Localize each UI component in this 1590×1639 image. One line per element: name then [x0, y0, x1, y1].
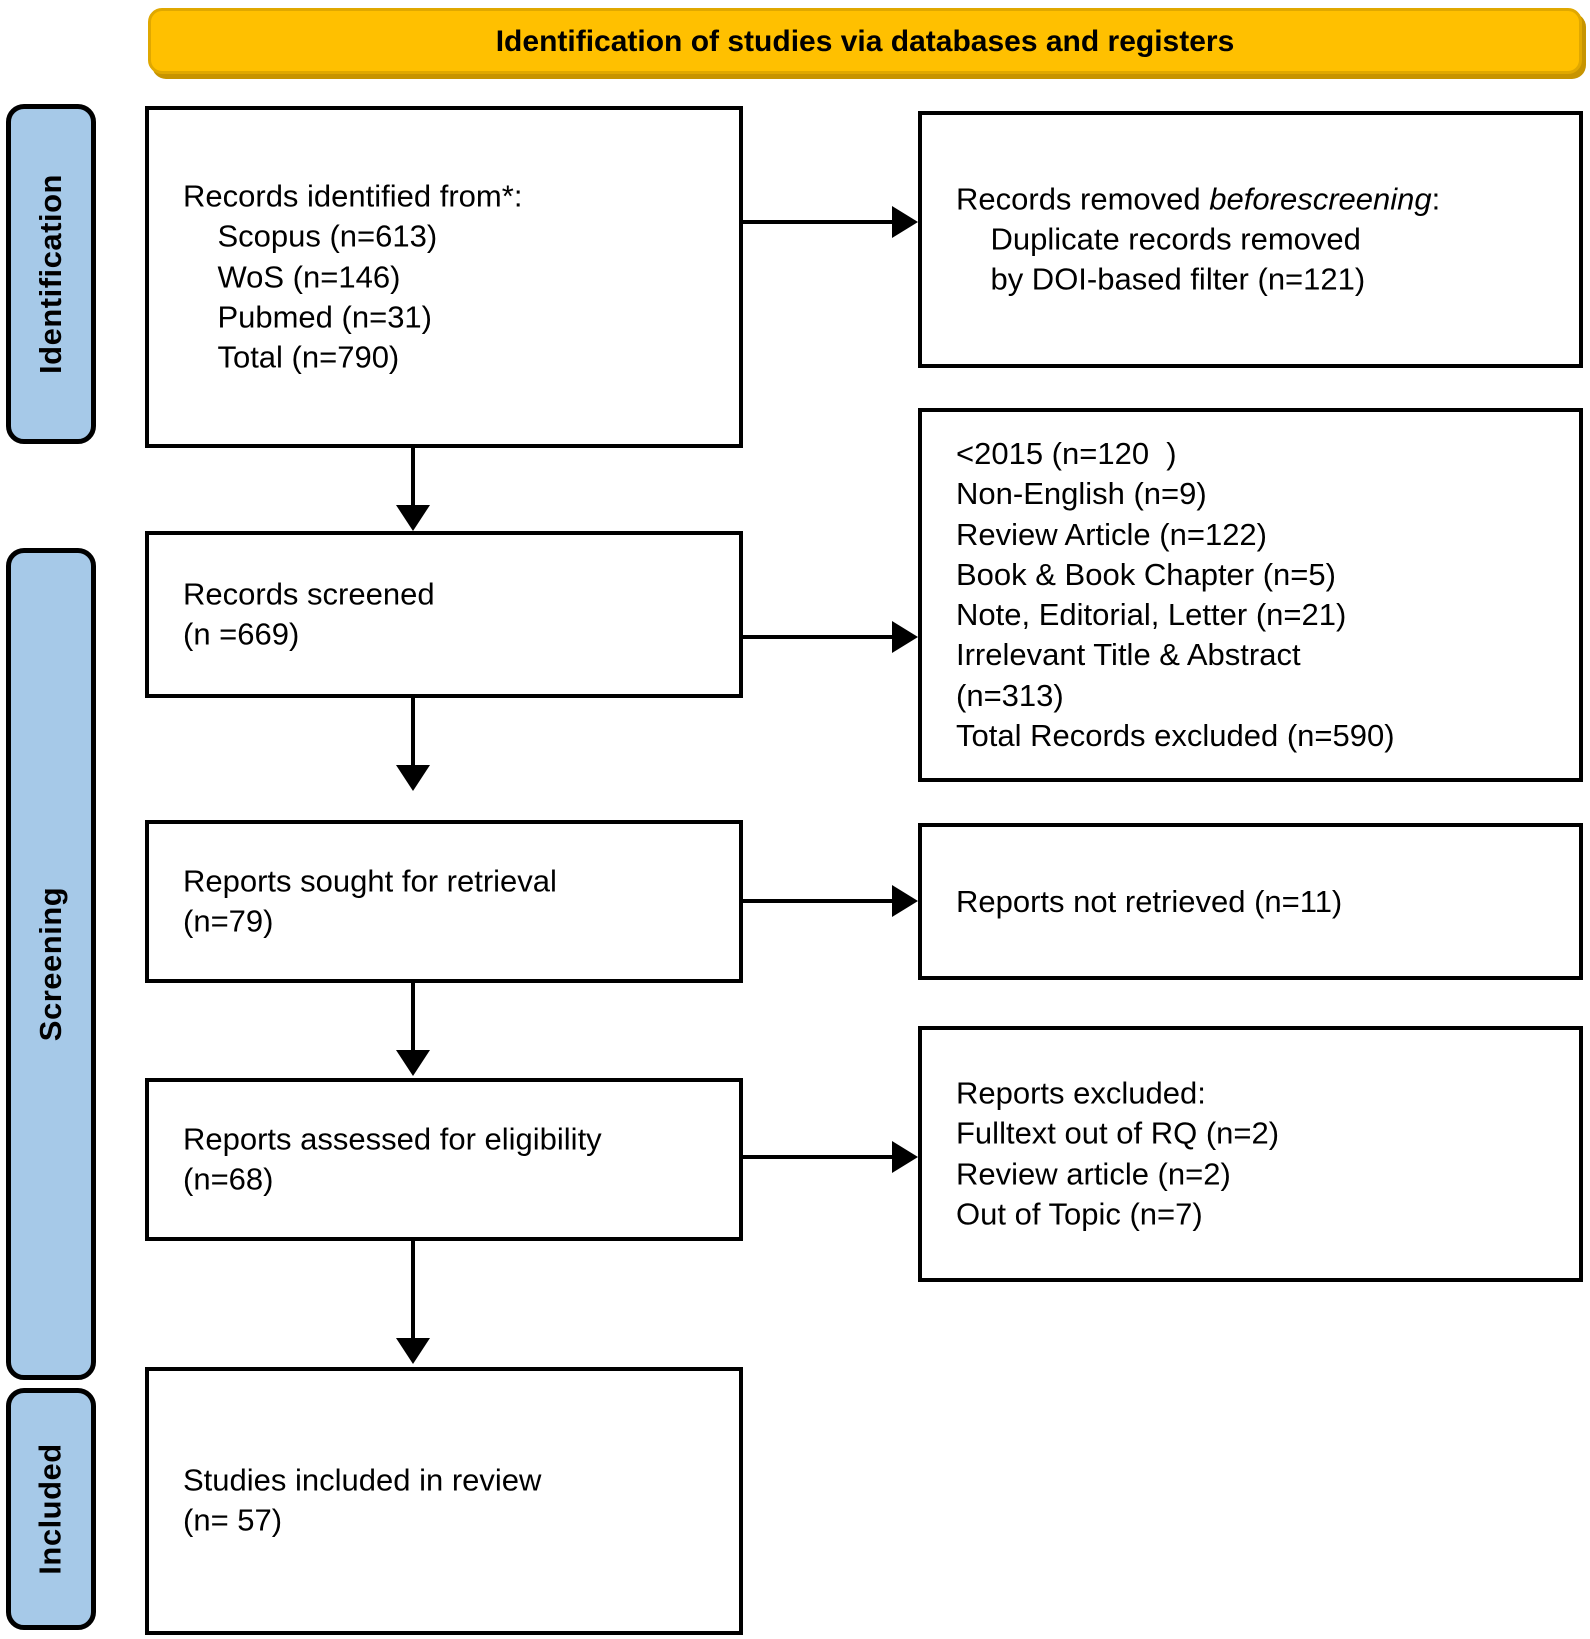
arrow-sought-to-not-retrieved-head-icon — [892, 885, 918, 917]
box-records-removed-before-screening: Records removed beforescreening: Duplica… — [918, 111, 1583, 368]
box-reports-sought-for-retrieval: Reports sought for retrieval (n=79) — [145, 820, 743, 983]
arrow-assessed-to-reports-excluded-head-icon — [892, 1141, 918, 1173]
records-removed-line1-italic: before — [1209, 181, 1298, 217]
box-reports-excluded-text: Reports excluded: Fulltext out of RQ (n=… — [956, 1075, 1280, 1232]
box-records-screened-text: Records screened (n =669) — [183, 576, 435, 652]
diagram-header-banner: Identification of studies via databases … — [148, 8, 1582, 74]
stage-bar-screening: Screening — [6, 548, 96, 1380]
stage-label-included: Included — [33, 1443, 69, 1575]
records-removed-line2-italic: screening — [1297, 181, 1432, 217]
box-studies-included-in-review: Studies included in review (n= 57) — [145, 1367, 743, 1635]
stage-label-screening: Screening — [33, 886, 69, 1042]
records-removed-line2-plain: : — [1431, 181, 1441, 217]
box-records-excluded-text: <2015 (n=120 ) Non-English (n=9) Review … — [956, 435, 1395, 753]
box-reports-sought-text: Reports sought for retrieval (n=79) — [183, 863, 557, 939]
diagram-title: Identification of studies via databases … — [495, 24, 1235, 58]
arrow-assessed-to-included-head-icon — [396, 1338, 430, 1364]
box-records-identified: Records identified from*: Scopus (n=613)… — [145, 106, 743, 448]
box-reports-assessed-for-eligibility: Reports assessed for eligibility (n=68) — [145, 1078, 743, 1241]
box-reports-excluded: Reports excluded: Fulltext out of RQ (n=… — [918, 1026, 1583, 1282]
arrow-identified-to-screened-line — [411, 448, 415, 510]
box-reports-not-retrieved-text: Reports not retrieved (n=11) — [956, 883, 1343, 919]
box-studies-included-text: Studies included in review (n= 57) — [183, 1462, 542, 1538]
stage-bar-identification: Identification — [6, 104, 96, 444]
arrow-assessed-to-included-line — [411, 1241, 415, 1341]
arrow-identified-to-removed-head-icon — [892, 206, 918, 238]
records-removed-line1-plain: Records removed — [956, 181, 1210, 217]
box-records-screened: Records screened (n =669) — [145, 531, 743, 698]
arrow-assessed-to-reports-excluded-line — [743, 1155, 895, 1159]
arrow-sought-to-not-retrieved-line — [743, 899, 895, 903]
arrow-identified-to-screened-head-icon — [396, 505, 430, 531]
box-reports-assessed-text: Reports assessed for eligibility (n=68) — [183, 1121, 602, 1197]
stage-bar-included: Included — [6, 1388, 96, 1630]
arrow-screened-to-excluded-line — [743, 635, 895, 639]
arrow-sought-to-assessed-line — [411, 983, 415, 1053]
stage-label-identification: Identification — [33, 174, 69, 374]
arrow-screened-to-sought-line — [411, 698, 415, 768]
records-removed-rest: Duplicate records removed by DOI-based f… — [990, 221, 1366, 297]
box-records-removed-text: Records removed beforescreening: Duplica… — [956, 179, 1563, 300]
box-records-identified-text: Records identified from*: Scopus (n=613)… — [183, 178, 523, 375]
arrow-sought-to-assessed-head-icon — [396, 1050, 430, 1076]
arrow-screened-to-sought-head-icon — [396, 765, 430, 791]
arrow-screened-to-excluded-head-icon — [892, 621, 918, 653]
arrow-identified-to-removed-line — [743, 220, 895, 224]
box-reports-not-retrieved: Reports not retrieved (n=11) — [918, 823, 1583, 980]
box-records-excluded: <2015 (n=120 ) Non-English (n=9) Review … — [918, 408, 1583, 782]
